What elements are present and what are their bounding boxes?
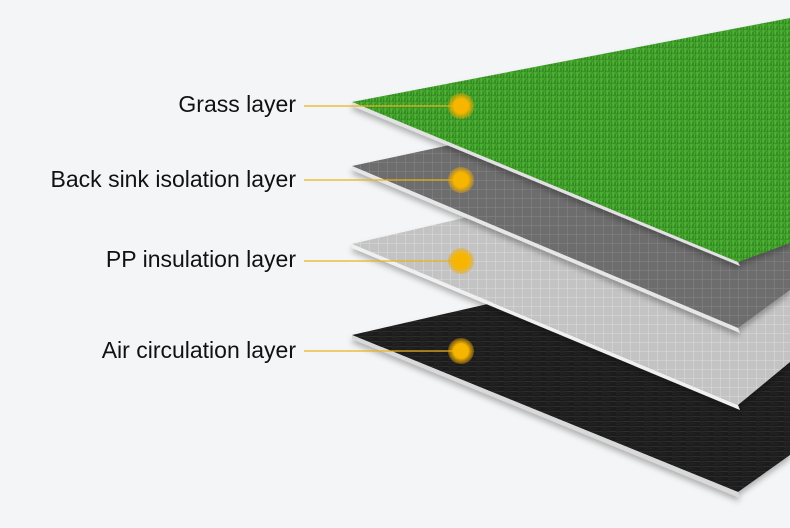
grass-layer-label: Grass layer — [178, 93, 296, 116]
air-circulation-layer-label: Air circulation layer — [102, 339, 296, 362]
pp-insulation-layer-label: PP insulation layer — [106, 248, 296, 271]
back-sink-isolation-layer-label: Back sink isolation layer — [51, 168, 296, 191]
